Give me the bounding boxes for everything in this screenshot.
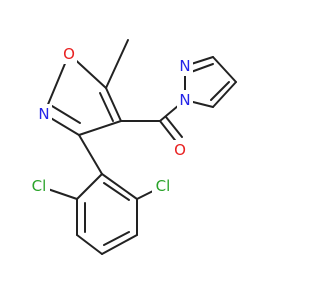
carbonyl-oxygen-label: O [174, 141, 186, 159]
chlorine-left: Cl [28, 176, 50, 196]
bond-c3-phenyl [78, 134, 103, 175]
isoxazole-nitrogen-label: N [38, 105, 49, 123]
pyrazole-nitrogen-2: N [177, 56, 193, 76]
bond-ph3-ph4 [76, 234, 103, 255]
bond-ph1-ph6 [101, 173, 138, 200]
isoxazole-oxygen: O [61, 44, 77, 64]
isoxazole-oxygen-label: O [63, 45, 75, 63]
molecule-diagram: O N O N N Cl Cl [28, 39, 237, 255]
bond-c4-c5-a [105, 87, 122, 122]
bond-n2-c3p-b [190, 63, 214, 73]
bond-c4-c5-b [99, 92, 114, 122]
pyrazole-nitrogen-1-label: N [179, 91, 190, 109]
bond-ph1-ph6-inner [103, 182, 130, 201]
pyrazole-nitrogen-2-label: N [179, 57, 190, 75]
bond-ph1-ph2 [76, 173, 103, 200]
bond-ph4-ph5 [101, 234, 138, 255]
chlorine-left-label: Cl [32, 177, 47, 195]
isoxazole-nitrogen: N [36, 104, 52, 124]
chlorine-right: Cl [152, 176, 174, 196]
bond-c5-methyl [105, 39, 129, 89]
chlorine-right-label: Cl [156, 177, 171, 195]
bond-c3-c4 [78, 120, 122, 136]
bonds [38, 39, 237, 255]
pyrazole-nitrogen-1: N [177, 90, 193, 110]
carbonyl-oxygen: O [172, 140, 188, 160]
bond-carbonyl-o-b [165, 116, 183, 138]
bond-ph4-ph5-inner [103, 231, 130, 246]
bond-c4p-c5p-a [212, 81, 237, 108]
atom-labels: O N O N N Cl Cl [28, 44, 193, 196]
bond-n2-c3-b [51, 105, 81, 124]
bond-c4p-c5p-b [210, 81, 230, 101]
bond-c3p-c4p [212, 56, 237, 83]
